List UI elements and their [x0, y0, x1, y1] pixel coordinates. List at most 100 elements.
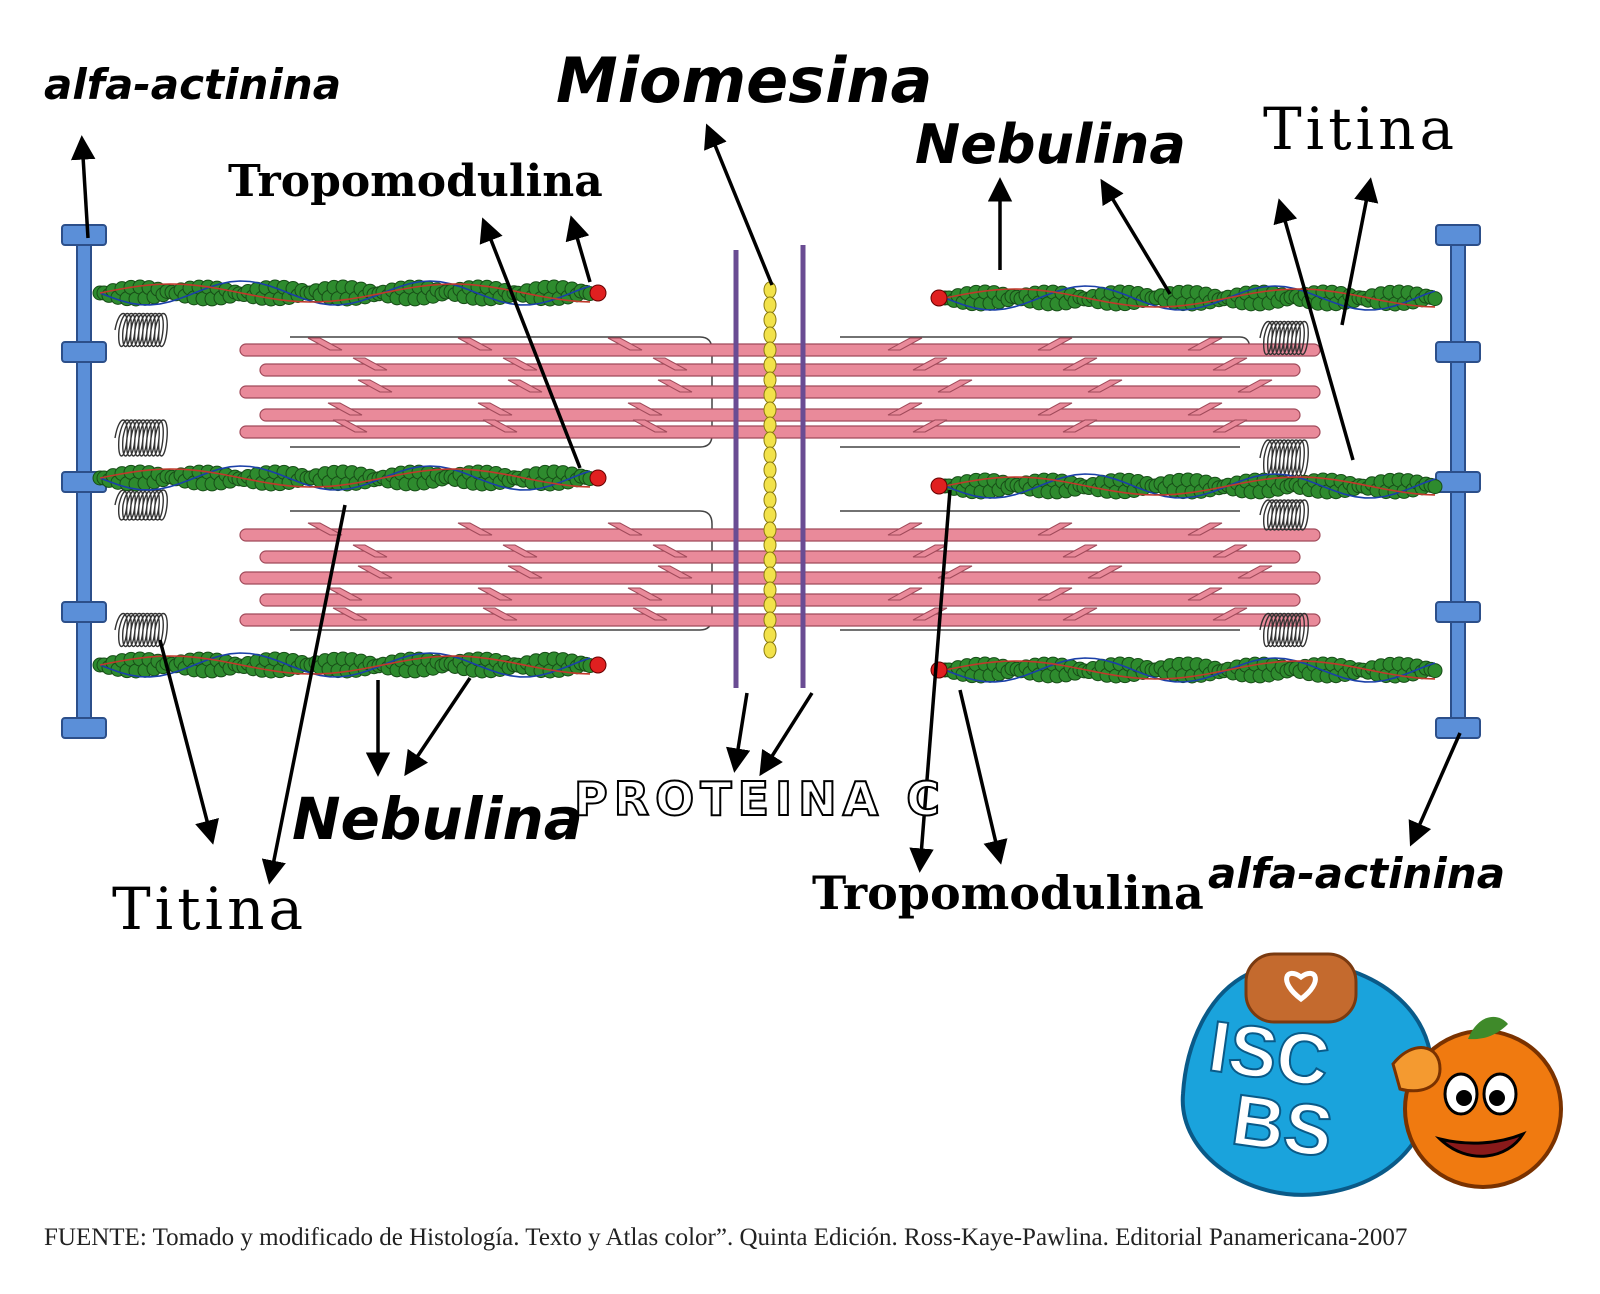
myosin-head	[1062, 544, 1098, 558]
actin-filament	[92, 464, 607, 492]
miomesina-bead	[763, 341, 777, 359]
myosin-head	[352, 357, 388, 371]
myosin-head	[477, 402, 513, 416]
myosin-filament	[259, 363, 1301, 377]
miomesina-bead	[763, 626, 777, 644]
miomesina-chain	[763, 281, 777, 659]
tropomodulin-cap	[589, 656, 607, 674]
label-nebulina-top: Nebulina	[915, 113, 1186, 176]
tropomodulin-cap	[930, 289, 948, 307]
myosin-head	[482, 419, 518, 433]
miomesina-bead	[763, 476, 777, 494]
myosin-head	[1062, 357, 1098, 371]
z-disc-bracket	[61, 341, 107, 363]
myosin-head	[1187, 587, 1223, 601]
myosin-filament	[239, 571, 1321, 585]
myosin-filament	[239, 425, 1321, 439]
myosin-head	[1062, 419, 1098, 433]
tropomodulin-cap	[589, 469, 607, 487]
titin-spring	[1259, 499, 1309, 531]
myosin-head	[327, 587, 363, 601]
miomesina-bead	[763, 446, 777, 464]
myosin-head	[1062, 607, 1098, 621]
label-arrows	[70, 123, 1462, 885]
actin-filament	[92, 279, 607, 307]
myosin-head	[1212, 607, 1248, 621]
z-disc-bracket	[1435, 224, 1481, 246]
myosin-head	[607, 337, 643, 351]
myosin-head	[1187, 337, 1223, 351]
titin-spring	[1259, 439, 1309, 477]
myosin-head	[887, 587, 923, 601]
nebulin-strand	[99, 280, 591, 306]
tropomyosin-strand	[99, 468, 591, 488]
z-disc-bracket	[61, 717, 107, 739]
myosin-head	[887, 522, 923, 536]
myosin-head	[502, 544, 538, 558]
miomesina-bead	[763, 611, 777, 629]
z-disc-bracket	[61, 601, 107, 623]
miomesina-bead	[763, 311, 777, 329]
myosin-head	[357, 379, 393, 393]
z-disc-bracket	[1435, 601, 1481, 623]
source-citation: FUENTE: Tomado y modificado de Histologí…	[44, 1224, 1408, 1251]
myosin-head	[1212, 544, 1248, 558]
myosin-head	[457, 337, 493, 351]
myosin-head	[507, 565, 543, 579]
label-miomesina: Miomesina	[556, 44, 933, 117]
myosin-filament	[259, 593, 1301, 607]
nebulin-strand	[99, 465, 591, 491]
myosin-head	[307, 337, 343, 351]
myosin-filament	[239, 613, 1321, 627]
miomesina-bead	[763, 431, 777, 449]
myosin-head	[887, 402, 923, 416]
actin-filaments	[92, 279, 1443, 684]
miomesina-bead	[763, 356, 777, 374]
logo-text-line1: ISC	[1204, 1007, 1334, 1103]
myosin-head	[652, 357, 688, 371]
myosin-head	[657, 379, 693, 393]
myosin-head	[607, 522, 643, 536]
titin-spring	[114, 312, 168, 348]
nebulin-strand	[99, 652, 591, 678]
tropomyosin-strand	[944, 288, 1436, 308]
myosin-head	[1212, 357, 1248, 371]
myosin-head	[912, 544, 948, 558]
m-line	[733, 245, 806, 688]
label-tropomodulina-top: Tropomodulina	[228, 156, 603, 207]
myosin-head	[332, 419, 368, 433]
myosin-head	[507, 379, 543, 393]
z-disc-bracket	[61, 224, 107, 246]
myosin-head	[1187, 522, 1223, 536]
myosin-head	[652, 544, 688, 558]
miomesina-bead	[763, 296, 777, 314]
label-proteina-c: PROTEINA C	[573, 772, 947, 826]
miomesina-bead	[763, 566, 777, 584]
myosin-filament	[239, 385, 1321, 399]
miomesina-bead	[763, 521, 777, 539]
nebulin-strand	[944, 657, 1436, 683]
myosin-head	[332, 607, 368, 621]
myosin-head	[912, 419, 948, 433]
myosin-head	[502, 357, 538, 371]
tropomyosin-strand	[944, 660, 1436, 680]
myosin-head	[1037, 522, 1073, 536]
myosin-head	[1037, 337, 1073, 351]
miomesina-bead	[763, 581, 777, 599]
titin-spring	[114, 489, 168, 521]
myosin-head	[632, 419, 668, 433]
titin-springs	[114, 312, 1309, 648]
miomesina-bead	[763, 491, 777, 509]
myosin-filament	[239, 343, 1321, 357]
myosin-head	[887, 337, 923, 351]
myosin-filament	[259, 550, 1301, 564]
nebulin-strand	[944, 473, 1436, 499]
miomesina-bead	[763, 371, 777, 389]
tropomyosin-strand	[944, 476, 1436, 496]
myosin-head	[357, 565, 393, 579]
myosin-head	[1087, 565, 1123, 579]
label-titina-bottom: Titina	[112, 875, 308, 943]
myosin-head	[1212, 419, 1248, 433]
label-nebulina-bottom: Nebulina	[292, 785, 583, 853]
